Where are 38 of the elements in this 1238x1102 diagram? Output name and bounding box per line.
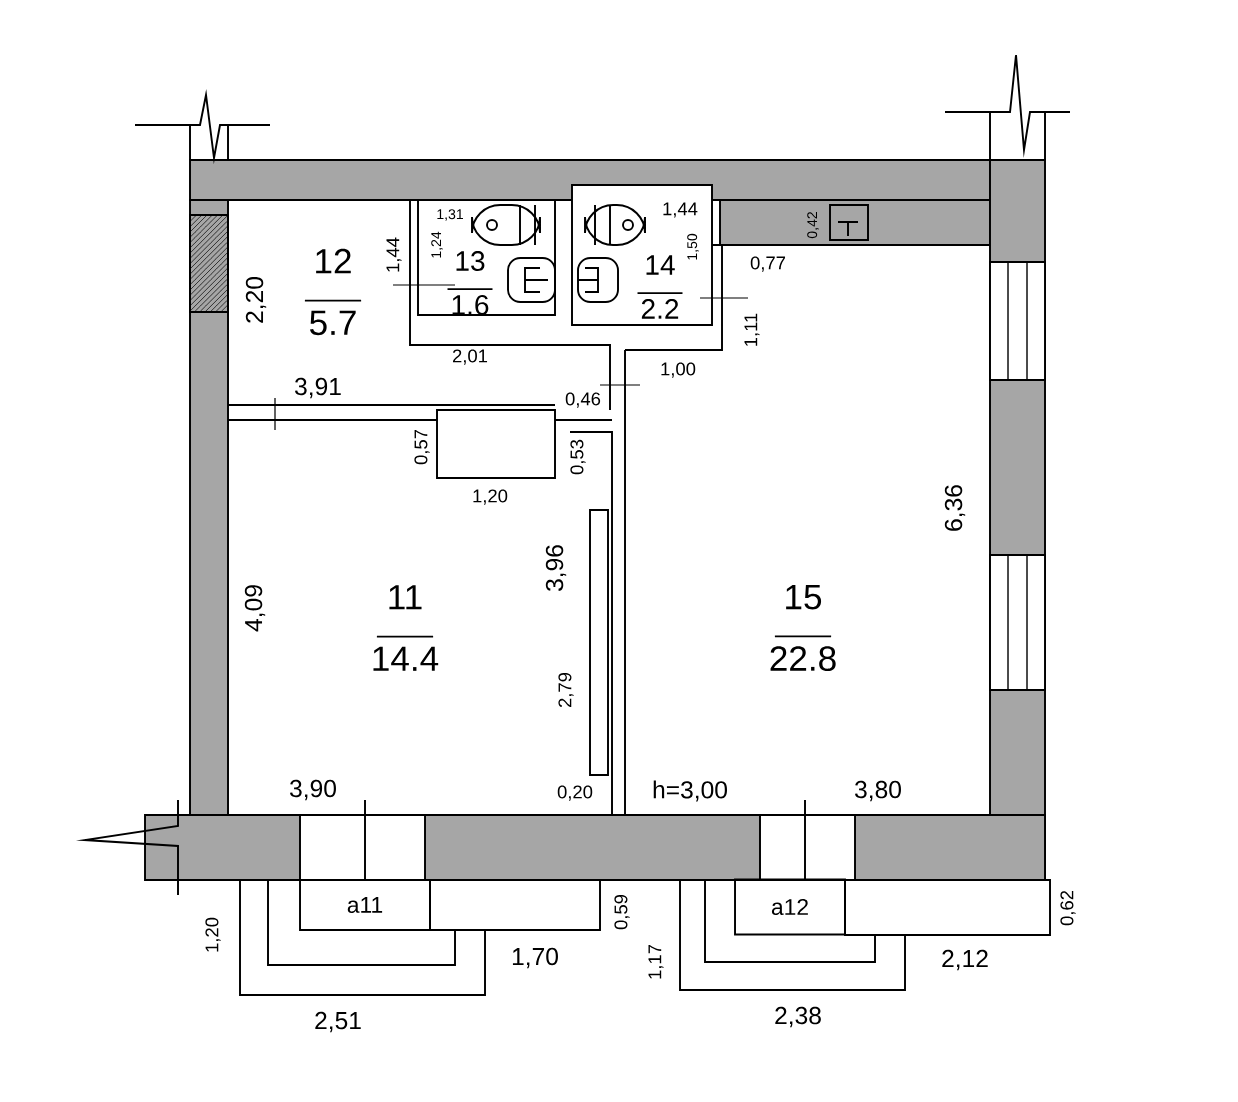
dimension-label: 0,57 [414,430,430,465]
dimension-label: 1,00 [661,362,696,378]
balcony-box: а12 [734,878,846,936]
room-label: 12 5.7 [304,248,362,336]
dimension-label: 1,70 [512,947,558,969]
dimension-label: 2,01 [453,349,488,365]
room-label: 11 14.4 [373,585,439,671]
dimension-label: 0,20 [557,785,593,801]
dimension-label: 0,77 [750,256,785,272]
dimension-label: h=3,00 [653,780,727,802]
dimension-label: 3,91 [295,377,341,399]
dimension-label: 1,50 [687,233,699,260]
dimension-label: 2,20 [245,277,267,323]
dimension-label: 3,90 [290,779,336,801]
dimension-label: 1,20 [473,489,508,505]
dimension-label: 3,80 [855,780,901,802]
dimension-label: 2,79 [558,672,574,707]
dimension-label: 1,11 [744,313,760,346]
dimension-label: 1,24 [431,231,443,258]
dimension-label: 0,53 [570,439,586,475]
dimension-label: 0,42 [807,212,819,239]
dimension-label: 0,59 [614,894,630,930]
dimension-label: 0,62 [1060,891,1076,926]
dimension-label: 2,51 [315,1011,361,1033]
balcony-box: а11 [299,879,431,931]
dimension-label: 2,12 [942,949,988,971]
dimension-label: 1,31 [437,209,463,221]
dimension-label: 1,44 [663,202,698,218]
dimension-label: 0,46 [565,392,601,408]
dimension-label: 6,36 [944,485,966,531]
dimension-label: 2,38 [775,1006,821,1028]
dimension-label: 1,20 [205,917,221,952]
dimension-label: 3,96 [545,545,567,591]
dimension-label: 1,44 [386,237,402,272]
dimension-label: 4,09 [244,585,266,632]
room-label: 14 2.2 [636,255,684,319]
room-label: 15 22.8 [770,585,836,671]
dimension-label: 1,17 [648,945,664,979]
